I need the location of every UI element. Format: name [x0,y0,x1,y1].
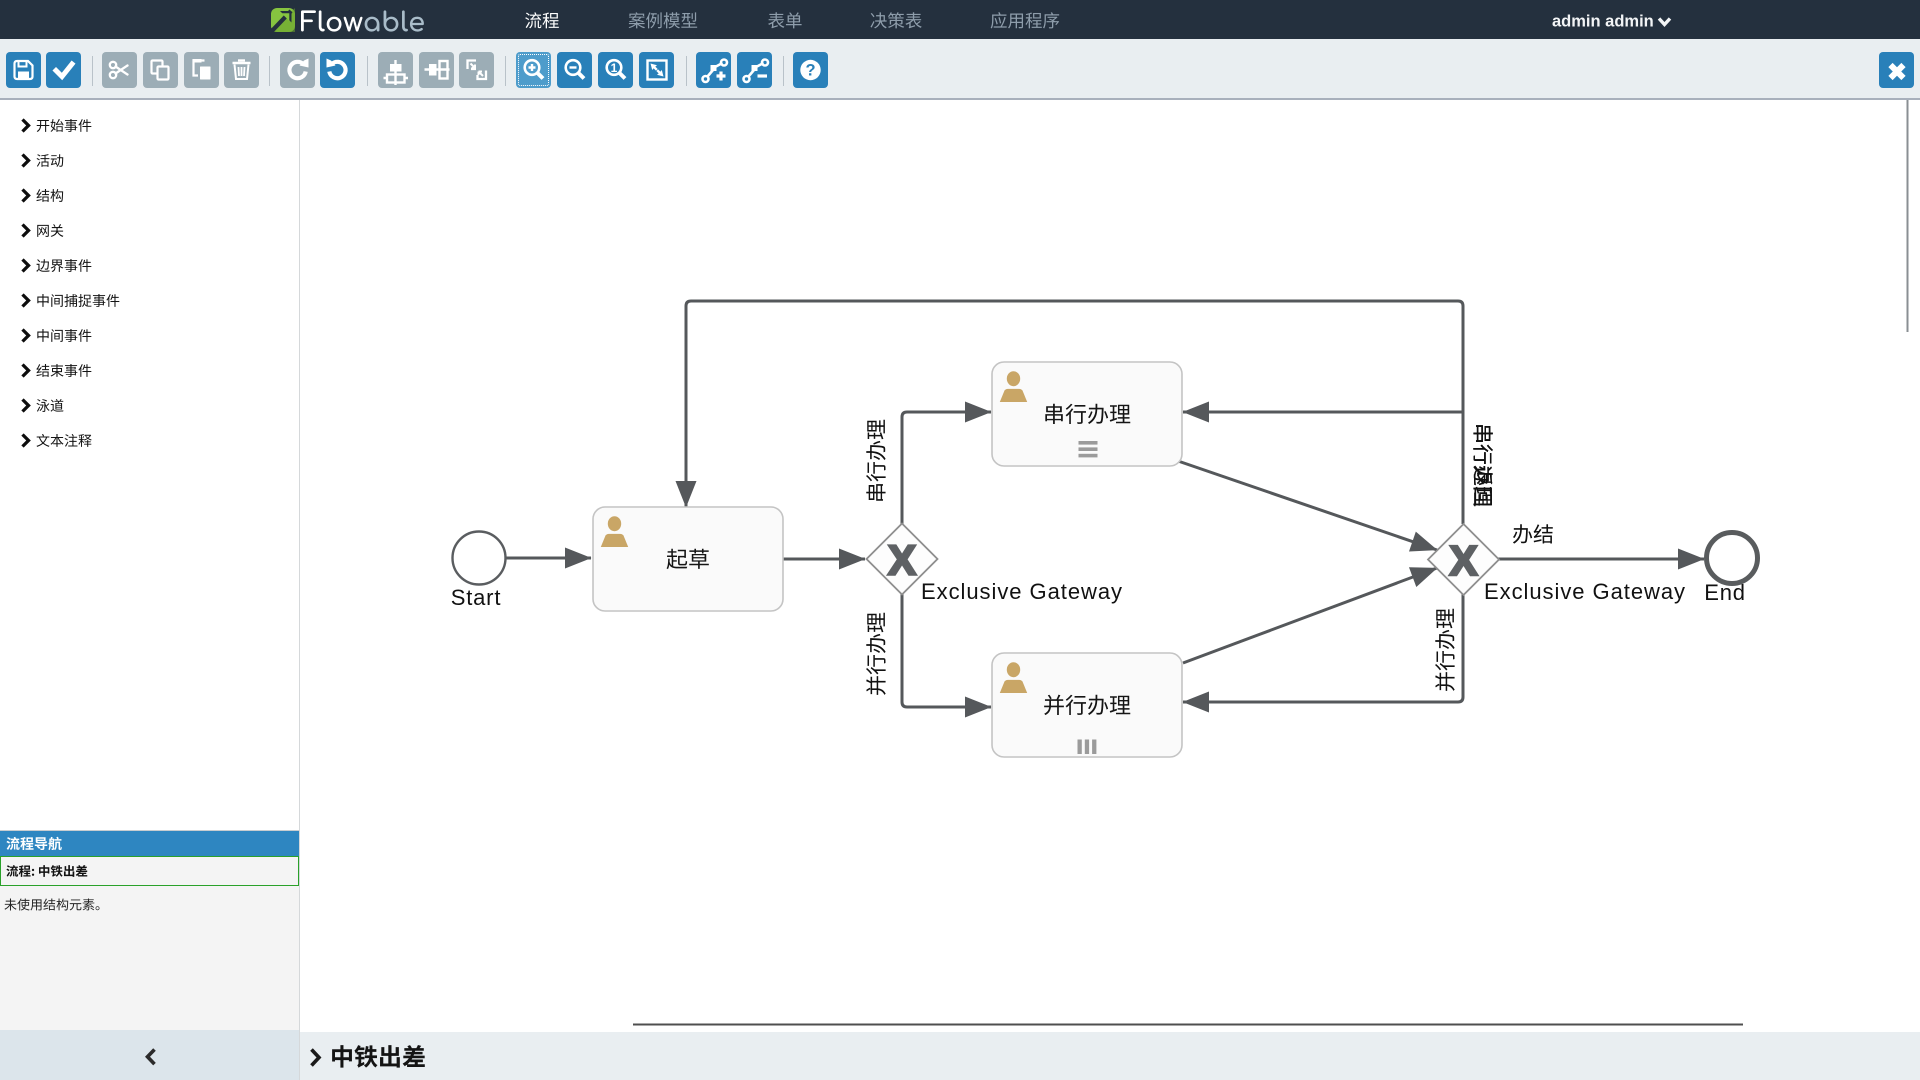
svg-text:Exclusive Gateway: Exclusive Gateway [921,579,1123,604]
svg-text:X: X [888,537,916,584]
svg-text:1: 1 [611,61,618,75]
svg-text:Start: Start [451,585,501,610]
svg-text:X: X [1449,537,1477,584]
svg-text:Exclusive Gateway: Exclusive Gateway [1484,579,1686,604]
svg-text:?: ? [805,62,815,80]
svg-text:admin admin: admin admin [1552,13,1654,31]
svg-text:End: End [1704,580,1746,605]
